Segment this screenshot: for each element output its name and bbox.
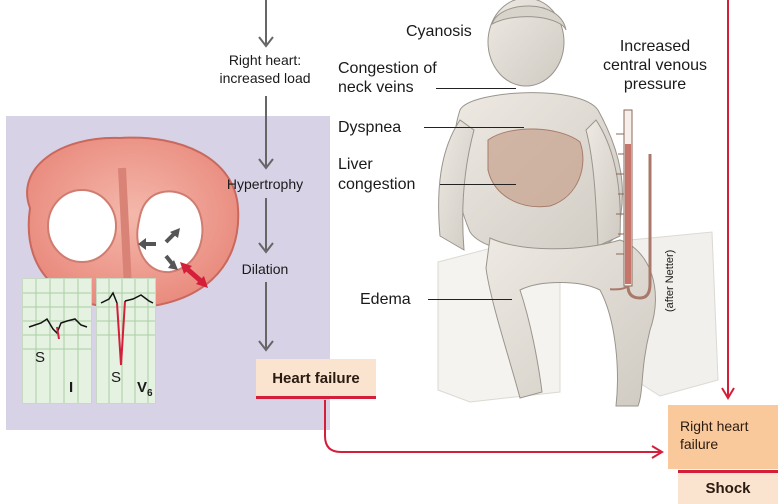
label-increased: Increased xyxy=(590,38,720,55)
label-liver: Liver xyxy=(338,155,373,174)
label-liver-congestion: congestion xyxy=(338,175,415,194)
label-dyspnea: Dyspnea xyxy=(338,118,401,137)
leader-liver xyxy=(440,184,516,185)
right-heart-failure-line2: failure xyxy=(680,435,778,453)
label-neck-veins: neck veins xyxy=(338,78,414,97)
label-edema: Edema xyxy=(360,290,411,309)
label-cyanosis: Cyanosis xyxy=(406,22,472,41)
leader-neck-veins xyxy=(436,88,516,89)
leader-edema xyxy=(428,299,512,300)
label-congestion-of: Congestion of xyxy=(338,59,437,78)
venous-pressure-manometer xyxy=(610,104,660,304)
shock-box: Shock xyxy=(678,470,778,504)
label-pressure: pressure xyxy=(590,76,720,93)
right-heart-failure-box: Right heart failure xyxy=(668,405,778,469)
credit-after-netter: (after Netter) xyxy=(664,222,676,312)
leader-dyspnea xyxy=(424,127,524,128)
label-central-venous: central venous xyxy=(590,57,720,74)
right-heart-failure-line1: Right heart xyxy=(680,417,778,435)
